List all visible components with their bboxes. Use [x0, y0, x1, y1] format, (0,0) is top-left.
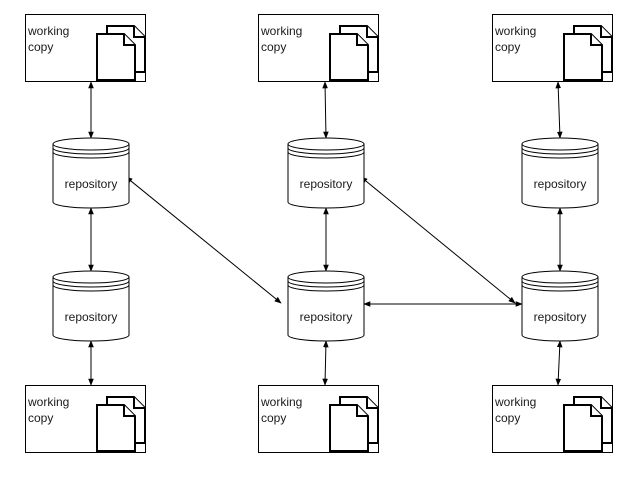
repository-label: repository [65, 177, 118, 191]
working-copy-box: working copy [25, 385, 146, 453]
working-copy-box: working copy [258, 14, 379, 82]
repository-label: repository [300, 310, 353, 324]
working-copy-label-line1: working [27, 395, 69, 409]
working-copy-label-line2: copy [495, 411, 520, 425]
working-copy-label-line2: copy [495, 40, 520, 54]
repository-label: repository [534, 310, 587, 324]
working-copy-label-line2: copy [261, 411, 286, 425]
documents-icon [96, 396, 146, 452]
working-copy-label-line1: working [494, 24, 536, 38]
repository-cylinder: repository [521, 137, 599, 209]
documents-icon [329, 25, 379, 81]
bidirectional-arrow [125, 176, 282, 304]
working-copy-label-line2: copy [28, 40, 53, 54]
working-copy-box: working copy [258, 385, 379, 453]
connectors-layer [88, 81, 563, 386]
documents-icon [329, 396, 379, 452]
working-copy-label-line1: working [260, 395, 302, 409]
repository-cylinder: repository [52, 137, 130, 209]
working-copy-label-line1: working [260, 24, 302, 38]
working-copy-label-line2: copy [261, 40, 286, 54]
working-copy-box: working copy [25, 14, 146, 82]
repository-cylinder: repository [287, 270, 365, 342]
bidirectional-arrow [322, 81, 329, 139]
documents-icon [563, 396, 613, 452]
repository-cylinder: repository [521, 270, 599, 342]
repository-cylinder: repository [52, 270, 130, 342]
working-copy-label-line1: working [494, 395, 536, 409]
working-copy-label-line2: copy [28, 411, 53, 425]
bidirectional-arrow [555, 340, 563, 386]
bidirectional-arrow [322, 340, 329, 386]
documents-icon [96, 25, 146, 81]
repository-label: repository [534, 177, 587, 191]
repository-cylinder: repository [287, 137, 365, 209]
repository-label: repository [65, 310, 118, 324]
bidirectional-arrow [555, 81, 563, 139]
bidirectional-arrow [360, 176, 516, 304]
nodes-layer: workingcopyworkingcopyworkingcopyworking… [25, 14, 613, 453]
working-copy-box: working copy [492, 385, 613, 453]
repository-label: repository [300, 177, 353, 191]
working-copy-label-line1: working [27, 24, 69, 38]
documents-icon [563, 25, 613, 81]
working-copy-box: working copy [492, 14, 613, 82]
